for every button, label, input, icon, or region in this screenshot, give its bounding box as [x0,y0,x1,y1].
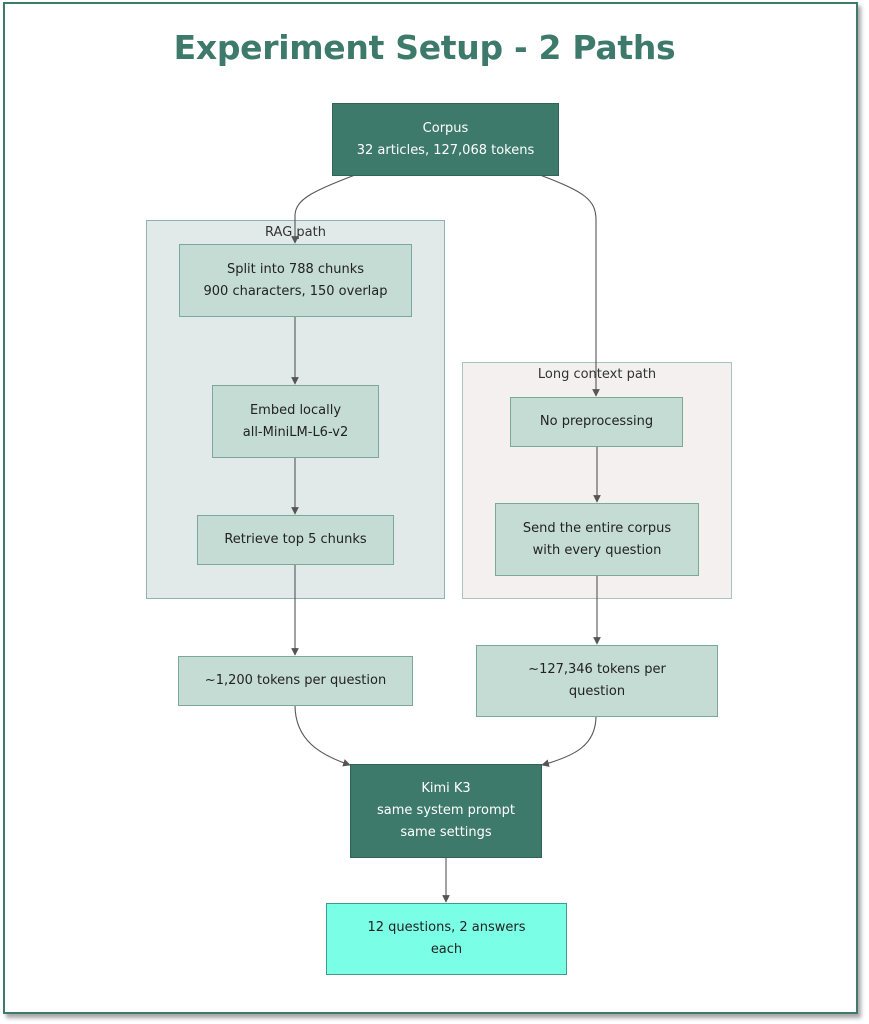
long-context-path-label: Long context path [537,367,657,382]
rag-tokens-node-line1: ~1,200 tokens per question [204,673,387,688]
result-node: 12 questions, 2 answers each [326,903,567,975]
long-context-tokens-node-line2: question [568,684,626,699]
model-node-line1: Kimi K3 [421,781,471,796]
edge-long-tokens-to-model [541,715,597,767]
rag-tokens-node: ~1,200 tokens per question [178,656,413,706]
diagram-title: Experiment Setup - 2 Paths [173,28,676,67]
edge-corpus-to-split [291,174,356,244]
embed-locally-node-line2: all-MiniLM-L6-v2 [242,424,349,440]
send-corpus-node-line1: Send the entire corpus [522,520,672,536]
retrieve-chunks-node-line1: Retrieve top 5 chunks [224,532,367,547]
long-context-tokens-node: ~127,346 tokens per question [476,645,718,717]
model-node: Kimi K3 same system prompt same settings [350,764,542,858]
no-preprocessing-node: No preprocessing [510,397,683,447]
split-chunks-node-line2: 900 characters, 150 overlap [203,283,388,299]
embed-locally-node-line1: Embed locally [249,402,342,418]
model-node-line2: same system prompt [377,803,515,818]
send-corpus-node-line2: with every question [532,542,662,558]
corpus-node-line2: 32 articles, 127,068 tokens [356,142,535,158]
embed-locally-node: Embed locally all-MiniLM-L6-v2 [212,385,379,458]
model-node-line3: same settings [400,825,492,840]
send-corpus-node: Send the entire corpus with every questi… [495,503,699,576]
split-chunks-node: Split into 788 chunks 900 characters, 15… [179,244,412,317]
split-chunks-node-line1: Split into 788 chunks [226,261,365,277]
corpus-node: Corpus 32 articles, 127,068 tokens [332,103,559,176]
no-preprocessing-node-line1: No preprocessing [539,414,654,429]
long-context-tokens-node-line1: ~127,346 tokens per [528,662,666,677]
result-node-line1: 12 questions, 2 answers [367,920,526,935]
corpus-node-line1: Corpus [422,120,469,136]
edge-rag-tokens-to-model [294,704,351,767]
retrieve-chunks-node: Retrieve top 5 chunks [197,515,394,565]
result-node-line2: each [430,942,463,957]
edge-corpus-to-noprep [539,174,600,397]
